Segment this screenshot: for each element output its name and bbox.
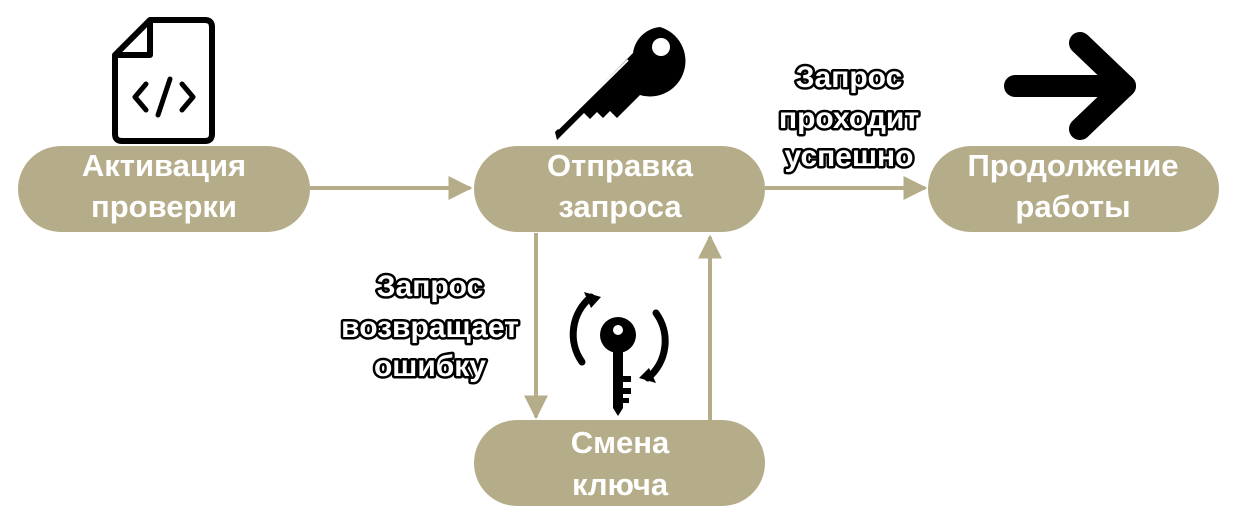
node-rotate-label-line1: Смена <box>571 425 670 460</box>
edge-success-line3: успешно <box>785 140 914 173</box>
node-rotate-label-line2: ключа <box>572 467 669 502</box>
node-send-request: Отправка запроса <box>474 146 765 232</box>
key-rotation-icon <box>569 292 669 416</box>
edge-label-error: Запрос возвращает ошибку <box>339 268 522 386</box>
key-icon <box>555 27 686 140</box>
arrow-right-icon <box>1004 32 1136 140</box>
node-activate-label-line1: Активация <box>82 148 246 183</box>
node-send-label-line2: запроса <box>558 189 682 224</box>
node-rotate-key: Смена ключа <box>474 420 765 506</box>
node-continue-work: Продолжение работы <box>928 146 1219 232</box>
node-activate-label-line2: проверки <box>91 189 237 224</box>
edge-success-line1: Запрос <box>796 61 903 94</box>
edge-success-line2: проходит <box>779 102 919 135</box>
node-activate-check: Активация проверки <box>18 146 310 232</box>
edge-error-line3: ошибку <box>374 350 486 383</box>
node-continue-label-line2: работы <box>1015 189 1130 224</box>
edge-label-success: Запрос проходит успешно <box>776 59 921 176</box>
node-continue-label-line1: Продолжение <box>967 148 1178 183</box>
edge-error-line1: Запрос <box>377 270 484 303</box>
edge-error-line2: возвращает <box>341 311 519 344</box>
code-file-icon <box>112 17 215 144</box>
node-send-label-line1: Отправка <box>547 148 694 183</box>
